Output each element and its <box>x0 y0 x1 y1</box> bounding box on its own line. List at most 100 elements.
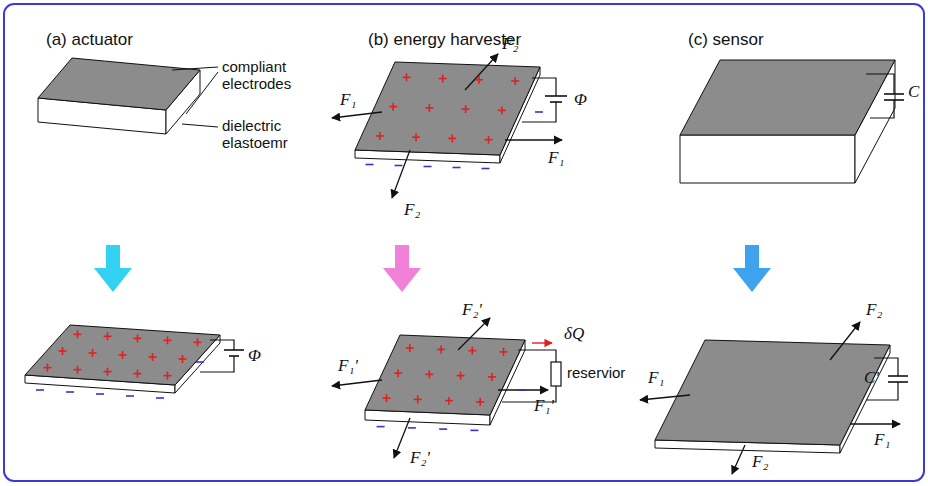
charge-stroke <box>156 397 164 399</box>
charge-stroke <box>491 373 493 381</box>
charge-stroke <box>501 106 503 114</box>
charge-stroke <box>137 370 139 378</box>
charge-stroke <box>107 368 109 376</box>
force-label: F₁ <box>548 148 564 168</box>
charge-stroke <box>66 391 74 393</box>
charge-stroke <box>415 133 417 141</box>
charge-stroke <box>122 351 124 359</box>
charge-stroke <box>395 165 403 167</box>
charge-stroke <box>417 395 419 403</box>
charge-signs <box>36 73 543 430</box>
voltage-label: Φ <box>574 90 587 110</box>
force-label: F₂ <box>502 34 518 54</box>
resistor-circuit <box>502 350 561 402</box>
force-label: F₁' <box>338 356 358 376</box>
part-name: compliant electrodes <box>222 58 302 93</box>
charge-stroke <box>366 164 374 166</box>
charge-stroke <box>429 104 431 112</box>
panel-title: (b) energy harvester <box>368 30 521 50</box>
charge-stroke <box>386 394 388 402</box>
capacitor-symbol <box>866 74 904 118</box>
battery-symbol <box>522 78 567 122</box>
force-arrows <box>640 322 900 474</box>
charge-stroke <box>442 75 444 83</box>
charge-stroke <box>107 332 109 340</box>
charge-stroke <box>92 349 94 357</box>
part-name: reservior <box>567 364 625 381</box>
charge-stroke <box>517 389 525 391</box>
charge-flow-arrow <box>532 342 552 343</box>
force-label: F₁' <box>534 396 554 416</box>
charge-stroke <box>440 345 442 353</box>
charge-stroke <box>471 347 473 355</box>
charge-stroke <box>439 428 447 430</box>
charge-stroke <box>488 136 490 144</box>
charge-stroke <box>424 166 432 168</box>
charge-stroke <box>429 370 431 378</box>
charge-stroke <box>167 372 169 380</box>
panel-title: (a) actuator <box>46 30 133 50</box>
voltage-label: Φ <box>248 346 261 366</box>
capacitance-label: C <box>908 82 919 102</box>
charge-stroke <box>167 336 169 344</box>
charge-stroke <box>482 168 490 170</box>
charge-label: δQ <box>564 324 584 344</box>
transition-arrow <box>383 245 421 292</box>
charge-stroke <box>503 348 505 356</box>
charge-stroke <box>460 372 462 380</box>
charge-stroke <box>126 395 134 397</box>
force-label: F₂' <box>410 448 430 468</box>
sensor-slab <box>680 60 895 183</box>
force-label: F₂ <box>404 200 420 220</box>
frame <box>4 4 924 481</box>
charge-stroke <box>478 76 480 84</box>
charge-stroke <box>408 427 416 429</box>
harvester-slab-relaxed <box>365 335 525 425</box>
charge-stroke <box>406 73 408 81</box>
charge-stroke <box>47 364 49 372</box>
sensor-slab-stretched <box>655 340 890 453</box>
panel-title: (c) sensor <box>688 30 764 50</box>
force-arrows <box>332 54 562 198</box>
force-label: F₂ <box>752 452 768 472</box>
charge-stroke <box>470 430 478 432</box>
battery-symbol <box>200 340 244 372</box>
charge-stroke <box>77 330 79 338</box>
force-arrows <box>332 318 548 458</box>
charge-stroke <box>77 366 79 374</box>
part-name: dielectric elastoemr <box>222 117 302 152</box>
charge-stroke <box>397 369 399 377</box>
charge-stroke <box>479 398 481 406</box>
charge-stroke <box>36 389 44 391</box>
force-label: F₂ <box>866 300 882 320</box>
charge-stroke <box>379 132 381 140</box>
charge-stroke <box>96 393 104 395</box>
charge-stroke <box>196 361 204 363</box>
force-label: F₂' <box>462 300 482 320</box>
charge-stroke <box>152 353 154 361</box>
charge-stroke <box>448 397 450 405</box>
charge-stroke <box>451 134 453 142</box>
leader-lines <box>172 67 218 127</box>
charge-stroke <box>409 344 411 352</box>
actuator-slab-stretched <box>25 325 220 393</box>
charge-stroke <box>197 338 199 346</box>
capacitance-label: C' <box>864 368 879 388</box>
charge-stroke <box>453 167 461 169</box>
charge-stroke <box>535 111 543 113</box>
force-label: F₁ <box>648 368 664 388</box>
charge-stroke <box>62 347 64 355</box>
force-label: F₁ <box>340 90 356 110</box>
charge-stroke <box>377 426 385 428</box>
charge-stroke <box>392 103 394 111</box>
charge-stroke <box>182 355 184 363</box>
charge-stroke <box>514 77 516 85</box>
transition-arrow <box>94 245 132 292</box>
transition-arrow <box>733 245 771 292</box>
harvester-slab <box>355 62 540 163</box>
charge-stroke <box>465 105 467 113</box>
charge-stroke <box>137 334 139 342</box>
force-label: F₁ <box>874 430 890 450</box>
